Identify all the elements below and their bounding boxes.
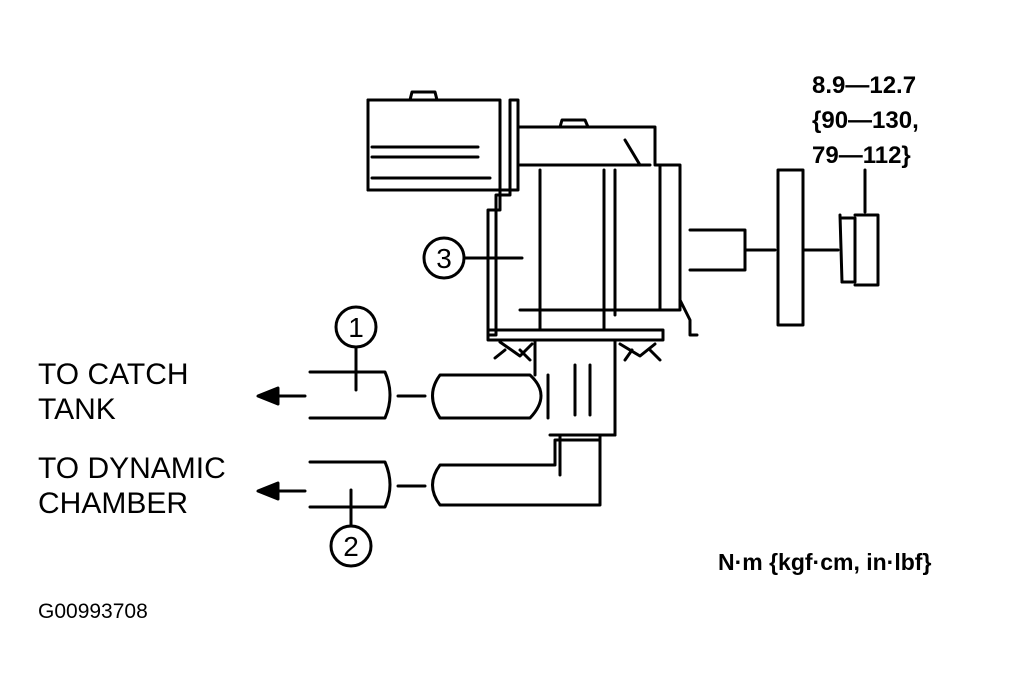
dynamic-chamber-label-line1: TO DYNAMIC [38,452,226,485]
arrow-head-catch-tank [256,386,280,406]
torque-spec-line2: {90—130, [812,107,919,134]
callout-1 [334,305,378,392]
callout-2-label: 2 [343,531,359,562]
arrow-head-dynamic-chamber [256,481,280,501]
mounting-bolt [688,168,880,327]
callout-3-label: 3 [436,243,452,274]
torque-spec-line1: 8.9—12.7 [812,72,917,99]
torque-spec-line3: 79—112} [812,142,911,169]
figure-id: G00993708 [38,600,148,623]
torque-units-legend: N·m {kgf·cm, in·lbf} [718,549,932,575]
dynamic-chamber-label-line2: CHAMBER [38,487,189,520]
mounting-bracket [486,328,665,362]
callout-2 [329,488,373,568]
callout-3 [422,236,524,280]
electrical-connector [366,90,520,337]
flow-arrows [270,394,307,493]
catch-tank-label-line1: TO CATCH [38,358,189,391]
callout-1-label: 1 [348,312,364,343]
catch-tank-label-line2: TANK [38,393,116,426]
hose-to-dynamic-chamber [308,438,602,509]
solenoid-valve-body [516,118,699,337]
hose-to-catch-tank [308,370,550,420]
